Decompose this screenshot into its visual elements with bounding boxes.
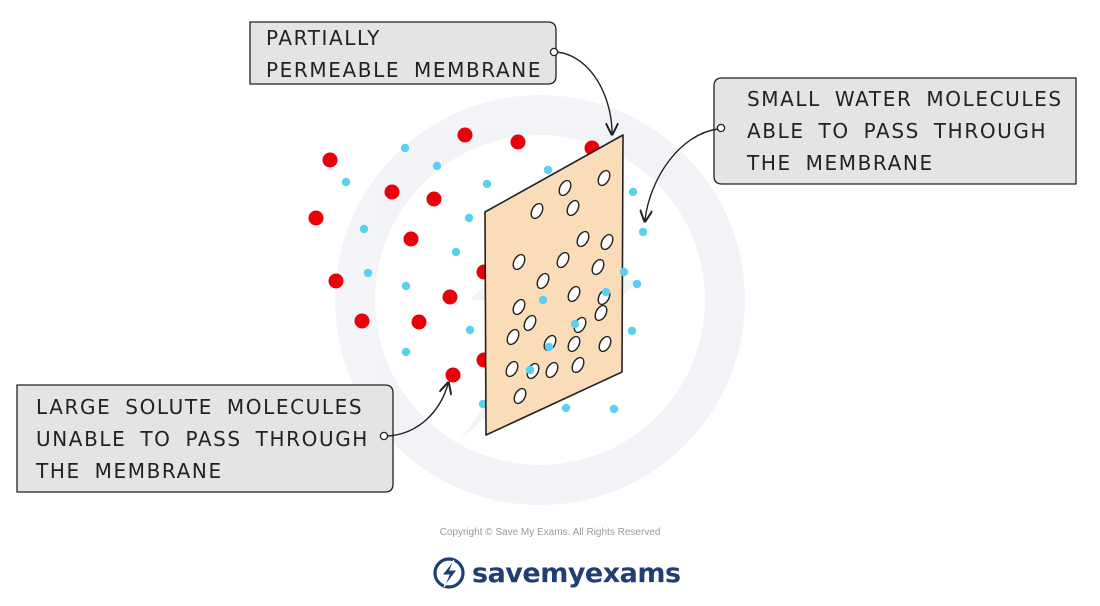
brand-name: savemyexams (472, 557, 681, 589)
water-molecule (359, 224, 369, 234)
membrane-pore (598, 335, 612, 353)
solute-molecule (445, 367, 461, 383)
water-molecule (482, 179, 492, 189)
water-molecule (363, 268, 373, 278)
membrane-pore (594, 304, 608, 322)
water-molecule (465, 325, 475, 335)
water-molecule (401, 347, 411, 357)
membrane-pore (530, 202, 544, 220)
water-molecule (432, 161, 442, 171)
copyright-notice: Copyright © Save My Exams. All Rights Re… (439, 527, 661, 538)
solute-label-line-1: LARGE SOLUTE MOLECULES (36, 395, 363, 419)
water-arrow (645, 128, 719, 220)
membrane-pore (512, 253, 526, 271)
water-molecules-front (525, 187, 648, 414)
water-label: SMALL WATER MOLECULES ABLE TO PASS THROU… (713, 77, 1077, 185)
membrane-pore (591, 258, 605, 276)
solute-molecule (403, 231, 419, 247)
membrane-pore (597, 169, 611, 187)
solute-molecule (510, 134, 526, 150)
water-molecule (638, 227, 648, 237)
membrane-pore (558, 179, 572, 197)
solute-label-line-3: THE MEMBRANE (35, 459, 223, 483)
water-molecule (341, 177, 351, 187)
membrane-pore (513, 387, 527, 405)
partially-permeable-membrane (484, 134, 624, 436)
water-molecule (544, 342, 554, 352)
membrane-label: PARTIALLY PERMEABLE MEMBRANE (249, 21, 557, 85)
water-molecule (561, 403, 571, 413)
membrane-pore (556, 251, 570, 269)
solute-label: LARGE SOLUTE MOLECULES UNABLE TO PASS TH… (16, 384, 394, 493)
membrane-label-pin (549, 47, 559, 57)
solute-molecule (322, 152, 338, 168)
membrane-label-line-1: PARTIALLY (266, 26, 381, 50)
water-label-line-1: SMALL WATER MOLECULES (747, 87, 1063, 111)
water-molecule (543, 165, 553, 175)
solute-label-pin (379, 431, 389, 441)
water-molecule (619, 267, 629, 277)
water-molecule (464, 213, 474, 223)
solute-label-line-2: UNABLE TO PASS THROUGH (36, 427, 369, 451)
water-molecule (601, 287, 611, 297)
water-molecule (400, 143, 410, 153)
membrane-pores (505, 169, 614, 405)
water-label-line-2: ABLE TO PASS THROUGH (747, 119, 1047, 143)
water-molecule (627, 326, 637, 336)
membrane-pore (600, 233, 614, 251)
water-label-line-3: THE MEMBRANE (746, 151, 934, 175)
water-molecule (538, 295, 548, 305)
solute-molecule (354, 313, 370, 329)
water-molecule (451, 247, 461, 257)
water-molecule (570, 319, 580, 329)
water-molecule (632, 279, 642, 289)
water-molecules-back (341, 143, 553, 409)
solute-molecule (426, 191, 442, 207)
membrane-arrow (556, 51, 612, 133)
membrane-pore (545, 361, 559, 379)
solute-molecule (308, 210, 324, 226)
solute-molecule (457, 127, 473, 143)
water-label-pin (716, 123, 726, 133)
membrane-pore (523, 314, 537, 332)
membrane-pore (567, 285, 581, 303)
membrane-pore (571, 356, 585, 374)
solute-molecule (442, 289, 458, 305)
lightning-bolt-icon (433, 557, 465, 589)
water-molecule (525, 365, 535, 375)
membrane-pore (505, 360, 519, 378)
membrane-pore (506, 328, 520, 346)
water-molecule (401, 281, 411, 291)
solute-molecule (411, 314, 427, 330)
membrane-pore (512, 298, 526, 316)
solute-arrow (387, 384, 448, 437)
water-molecule (628, 187, 638, 197)
solute-molecule (384, 184, 400, 200)
membrane-pore (566, 199, 580, 217)
membrane-pore (567, 335, 581, 353)
membrane-label-line-2: PERMEABLE MEMBRANE (266, 58, 542, 82)
water-molecule (609, 404, 619, 414)
brand-logo: savemyexams (432, 553, 681, 593)
membrane-pore (536, 272, 550, 290)
solute-molecule (328, 273, 344, 289)
membrane-pore (576, 230, 590, 248)
